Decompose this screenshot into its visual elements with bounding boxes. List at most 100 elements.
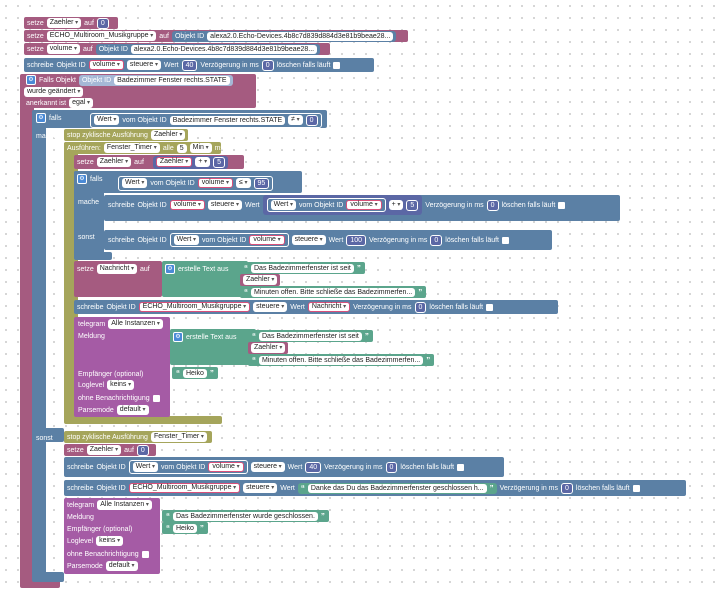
value-dropdown[interactable]: Wert (132, 462, 158, 472)
object-id-field[interactable]: Badezimmer Fenster rechts.STATE (114, 75, 230, 85)
variable-block[interactable]: Zaehler (248, 342, 289, 354)
timer-dropdown[interactable]: Zaehler (150, 130, 186, 140)
text-literal[interactable]: “ Heiko ” (172, 367, 218, 379)
text-field[interactable]: Das Badezimmerfenster wurde geschlossen. (173, 511, 318, 521)
variable-dropdown[interactable]: ECHO_Multiroom_Musikgruppe (138, 302, 251, 312)
instance-dropdown[interactable]: Alle Instanzen (97, 500, 152, 510)
checkbox[interactable] (457, 463, 465, 471)
object-id-block[interactable]: Objekt ID Badezimmer Fenster rechts.STAT… (78, 74, 233, 86)
operator-dropdown[interactable]: + (195, 157, 211, 167)
compare-block[interactable]: Wert vom Objekt ID volume ≤ 95 (118, 175, 274, 191)
number-field[interactable]: 0 (96, 17, 109, 29)
variable-dropdown[interactable]: volume (346, 200, 382, 210)
mode-dropdown[interactable]: steuere (207, 200, 242, 210)
value-dropdown[interactable]: Wert (270, 200, 296, 210)
value-dropdown[interactable]: Wert (173, 235, 199, 245)
variable-dropdown[interactable]: volume (169, 200, 205, 210)
instance-dropdown[interactable]: Alle Instanzen (108, 319, 163, 329)
timer-dropdown[interactable]: Fenster_Timer (150, 432, 207, 442)
text-field[interactable]: Minuten offen. Bitte schließe das Badezi… (251, 287, 416, 297)
text-literal[interactable]: “ Das Badezimmerfenster ist seit ” (248, 330, 373, 342)
number-field[interactable]: 0 (385, 461, 398, 473)
variable-dropdown[interactable]: Nachricht (96, 264, 137, 274)
value-dropdown[interactable]: Wert (94, 115, 120, 125)
mode-dropdown[interactable]: steuere (250, 462, 285, 472)
object-id-field[interactable]: alexa2.0.Echo-Devices.4b8c7d839d884d3e81… (130, 44, 318, 54)
trigger-block[interactable] (20, 74, 34, 588)
gear-icon[interactable]: ⚙ (173, 332, 183, 342)
value-dropdown[interactable]: Wert (122, 178, 148, 188)
variable-dropdown[interactable]: Zaehler (96, 157, 132, 167)
number-field[interactable]: 0 (305, 114, 318, 126)
compare-block[interactable]: Wert vom Objekt ID Badezimmer Fenster re… (90, 112, 322, 128)
text-join-block[interactable] (170, 329, 256, 365)
unit-dropdown[interactable]: Min (189, 143, 212, 153)
object-id-field[interactable]: Badezimmer Fenster rechts.STATE (169, 115, 286, 125)
text-literal[interactable]: “ Minuten offen. Bitte schließe das Bade… (248, 354, 435, 366)
variable-dropdown[interactable]: Zaehler (46, 18, 82, 28)
text-literal[interactable]: “ Das Badezimmerfenster ist seit ” (240, 262, 365, 274)
number-field[interactable]: 0 (430, 234, 443, 246)
number-field[interactable]: 0 (261, 59, 274, 71)
checkbox[interactable] (152, 394, 160, 402)
loglevel-dropdown[interactable]: keins (107, 380, 135, 390)
number-field[interactable]: 0 (561, 482, 573, 494)
checkbox[interactable] (632, 484, 640, 492)
text-literal[interactable]: “ Minuten offen. Bitte schließe das Bade… (240, 286, 427, 298)
checkbox[interactable] (502, 236, 509, 244)
changed-dropdown[interactable]: wurde geändert (24, 87, 84, 97)
parsemode-dropdown[interactable]: default (116, 405, 149, 415)
checkbox[interactable] (333, 61, 341, 69)
mode-dropdown[interactable]: steuere (126, 60, 161, 70)
text-literal[interactable]: “ Das Badezimmerfenster wurde geschlosse… (162, 510, 329, 522)
variable-dropdown[interactable]: Nachricht (307, 302, 351, 312)
number-field[interactable]: 5 (176, 143, 187, 153)
gear-icon[interactable]: ⚙ (77, 174, 87, 184)
number-field[interactable]: 40 (181, 59, 198, 71)
number-field[interactable]: 5 (213, 156, 225, 168)
text-field[interactable]: Das Badezimmerfenster ist seit (259, 331, 362, 341)
variable-dropdown[interactable]: ECHO_Multiroom_Musikgruppe (46, 31, 157, 41)
value-block[interactable]: Wert vom Objekt ID volume (266, 198, 386, 212)
value-block[interactable]: Wert vom Objekt ID volume (128, 460, 248, 474)
number-field[interactable]: 100 (346, 234, 367, 246)
text-literal[interactable]: “ Danke das Du das Badezimmerfenster ges… (297, 482, 497, 494)
mode-dropdown[interactable]: steuere (243, 483, 278, 493)
value-block[interactable]: Wert vom Objekt ID volume (169, 233, 289, 247)
object-id-field[interactable]: alexa2.0.Echo-Devices.4b8c7d839d884d3e81… (207, 31, 394, 41)
number-field[interactable]: 5 (406, 199, 419, 211)
mode-dropdown[interactable]: steuere (253, 302, 288, 312)
variable-dropdown[interactable]: Zaehler (243, 275, 278, 285)
text-field[interactable]: Heiko (173, 523, 197, 533)
operator-dropdown[interactable]: ≠ (288, 115, 303, 125)
checkbox[interactable] (141, 550, 149, 558)
number-field[interactable]: 0 (136, 444, 149, 456)
variable-dropdown[interactable]: volume (197, 178, 233, 188)
if-block[interactable] (32, 110, 46, 580)
parsemode-dropdown[interactable]: default (105, 561, 138, 571)
timer-dropdown[interactable]: Fenster_Timer (103, 143, 160, 153)
variable-dropdown[interactable]: Zaehler (86, 445, 122, 455)
text-field[interactable]: Heiko (183, 368, 207, 378)
variable-dropdown[interactable]: volume (208, 462, 244, 472)
loglevel-dropdown[interactable]: keins (96, 536, 124, 546)
operator-dropdown[interactable]: ≤ (235, 178, 251, 188)
gear-icon[interactable]: ⚙ (36, 113, 46, 123)
checkbox[interactable] (558, 201, 566, 209)
number-field[interactable]: 95 (253, 177, 270, 189)
object-id-block[interactable]: Objekt ID alexa2.0.Echo-Devices.4b8c7d83… (171, 30, 397, 42)
variable-dropdown[interactable]: volume (46, 44, 80, 54)
mode-dropdown[interactable]: steuere (291, 235, 326, 245)
variable-block[interactable]: Zaehler (240, 274, 281, 286)
operator-dropdown[interactable]: + (388, 200, 404, 210)
text-field[interactable]: Das Badezimmerfenster ist seit (251, 263, 354, 273)
gear-icon[interactable]: ⚙ (26, 75, 36, 85)
math-block[interactable]: Wert vom Objekt ID volume + 5 (262, 195, 423, 215)
ack-dropdown[interactable]: egal (69, 98, 94, 108)
text-field[interactable]: Danke das Du das Badezimmerfenster gesch… (307, 483, 487, 493)
math-block[interactable]: Zaehler + 5 (152, 155, 228, 169)
text-field[interactable]: Minuten offen. Bitte schließe das Badezi… (259, 355, 424, 365)
variable-dropdown[interactable]: volume (88, 60, 124, 70)
object-id-block[interactable]: Objekt ID alexa2.0.Echo-Devices.4b8c7d83… (95, 43, 321, 55)
number-field[interactable]: 0 (414, 301, 427, 313)
